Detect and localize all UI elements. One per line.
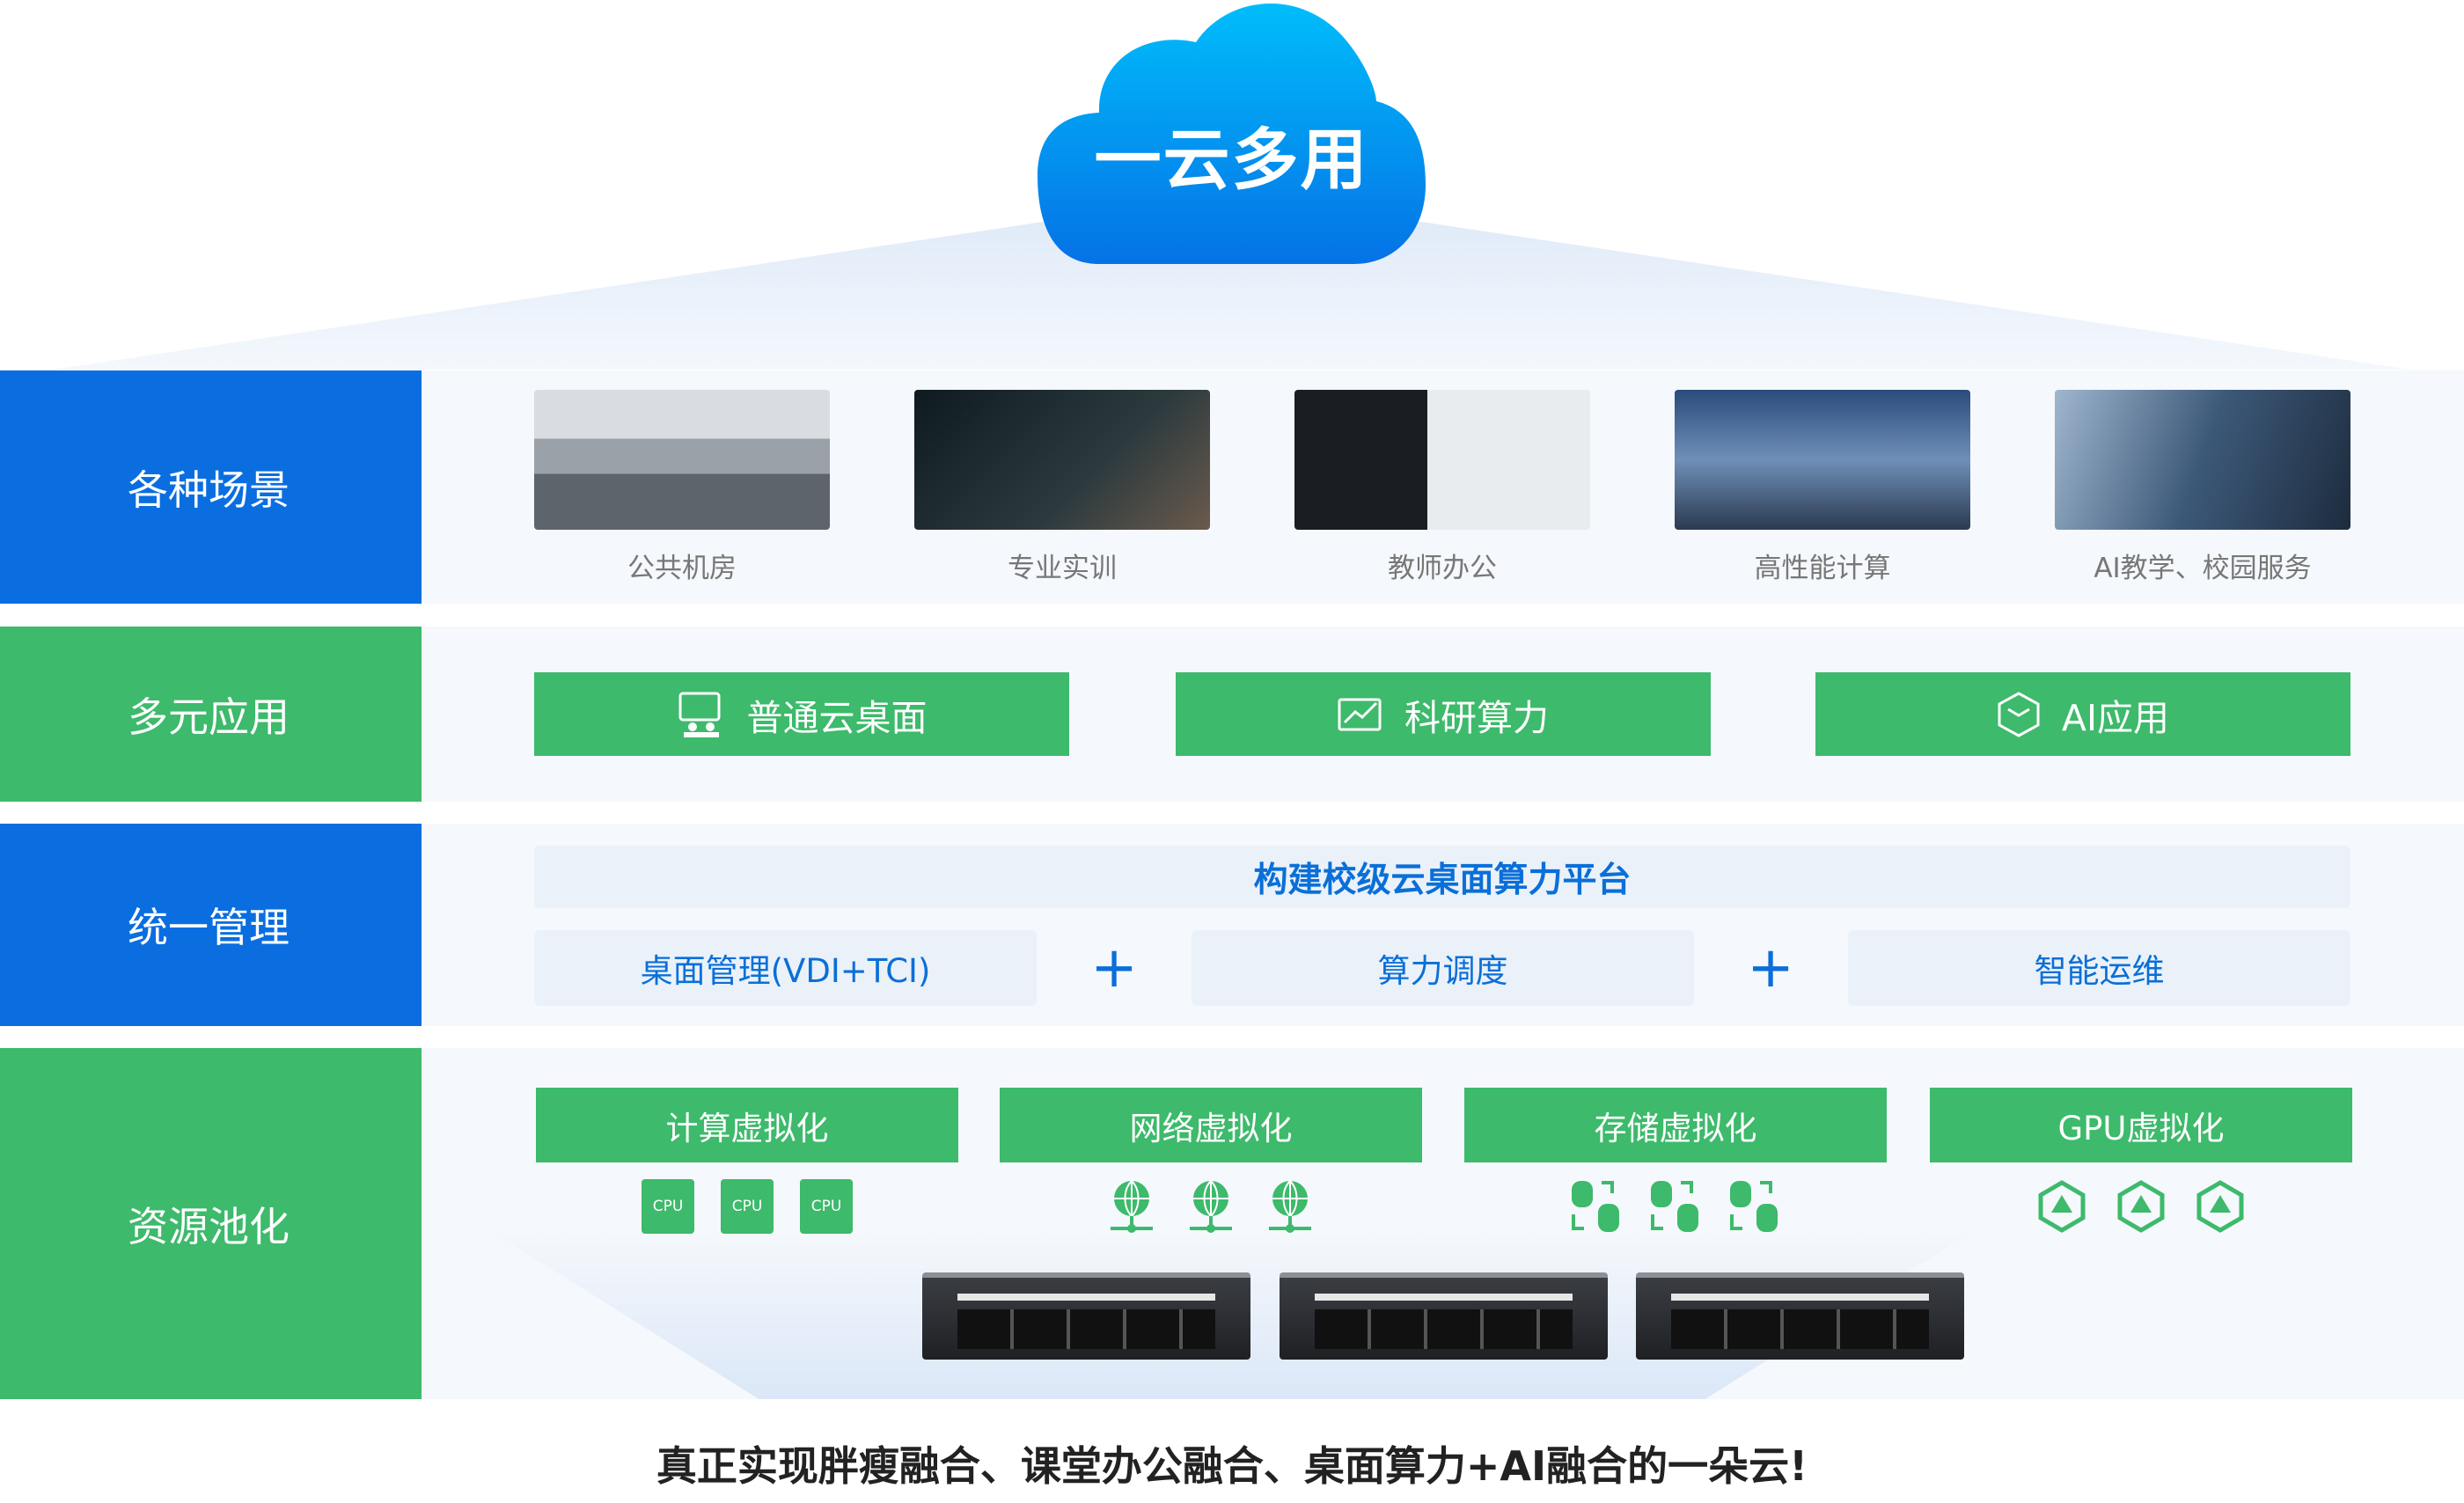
- row-label-scenarios: 各种场景: [0, 370, 422, 604]
- cpu-icon: CPU: [800, 1179, 853, 1234]
- desktop-users-icon: [678, 692, 720, 737]
- cloud-icon: [1038, 3, 1426, 265]
- row-label-management: 统一管理: [0, 824, 422, 1026]
- scenario-image-training: [914, 390, 1210, 530]
- platform-title: 构建校级云桌面算力平台: [534, 846, 2350, 908]
- scenario-caption: 专业实训: [1008, 553, 1117, 584]
- resource-compute: 计算虚拟化: [536, 1088, 958, 1162]
- plus-icon: +: [1090, 935, 1138, 1001]
- row-label-resources: 资源池化: [0, 1048, 422, 1399]
- database-icon: [1572, 1181, 1619, 1232]
- cpu-icon: CPU: [642, 1179, 694, 1234]
- scenario-image-computer-lab: [534, 390, 830, 530]
- hexagon-cube-icon: [1998, 691, 2040, 737]
- globe-network-icon: [1190, 1180, 1232, 1233]
- network-icons: [1000, 1179, 1422, 1234]
- globe-network-icon: [1269, 1180, 1311, 1233]
- scenario-image-hpc: [1675, 390, 1970, 530]
- scenario-caption: AI教学、校园服务: [2094, 553, 2312, 584]
- row-label-apps: 多元应用: [0, 627, 422, 802]
- globe-network-icon: [1111, 1180, 1153, 1233]
- chart-icon: [1338, 698, 1382, 730]
- scenario-image-ai-campus: [2055, 390, 2350, 530]
- server-image: [1636, 1272, 1964, 1360]
- scenario-caption: 公共机房: [627, 553, 737, 584]
- resource-storage: 存储虚拟化: [1464, 1088, 1887, 1162]
- platform-item-compute-scheduling: 算力调度: [1192, 930, 1694, 1006]
- storage-icons: [1464, 1179, 1887, 1234]
- resource-network: 网络虚拟化: [1000, 1088, 1422, 1162]
- scenario-caption: 高性能计算: [1754, 553, 1891, 584]
- resource-gpu: GPU虚拟化: [1930, 1088, 2352, 1162]
- gpu-hex-icon: [2117, 1180, 2165, 1233]
- database-icon: [1651, 1181, 1698, 1232]
- cpu-icons: CPU CPU CPU: [536, 1179, 958, 1234]
- scenario-image-teacher-office: [1294, 390, 1590, 530]
- platform-item-smart-ops: 智能运维: [1848, 930, 2350, 1006]
- app-research-compute: 科研算力: [1176, 672, 1711, 756]
- app-label: AI应用: [2061, 696, 2170, 739]
- server-image: [1280, 1272, 1608, 1360]
- server-image: [922, 1272, 1250, 1360]
- cloud-title: 一云多用: [1094, 121, 1369, 199]
- gpu-icons: [1930, 1179, 2352, 1234]
- platform-item-desktop-mgmt: 桌面管理(VDI+TCI): [534, 930, 1037, 1006]
- app-cloud-desktop: 普通云桌面: [534, 672, 1069, 756]
- plus-icon: +: [1747, 935, 1794, 1001]
- app-ai: AI应用: [1815, 672, 2350, 756]
- gpu-hex-icon: [2038, 1180, 2086, 1233]
- cpu-icon: CPU: [721, 1179, 774, 1234]
- gpu-hex-icon: [2196, 1180, 2244, 1233]
- database-icon: [1730, 1181, 1778, 1232]
- app-label: 科研算力: [1404, 696, 1549, 739]
- scenario-caption: 教师办公: [1388, 553, 1497, 584]
- footer-slogan: 真正实现胖瘦融合、课堂办公融合、桌面算力+AI融合的一朵云!: [656, 1442, 1808, 1490]
- app-label: 普通云桌面: [746, 696, 928, 739]
